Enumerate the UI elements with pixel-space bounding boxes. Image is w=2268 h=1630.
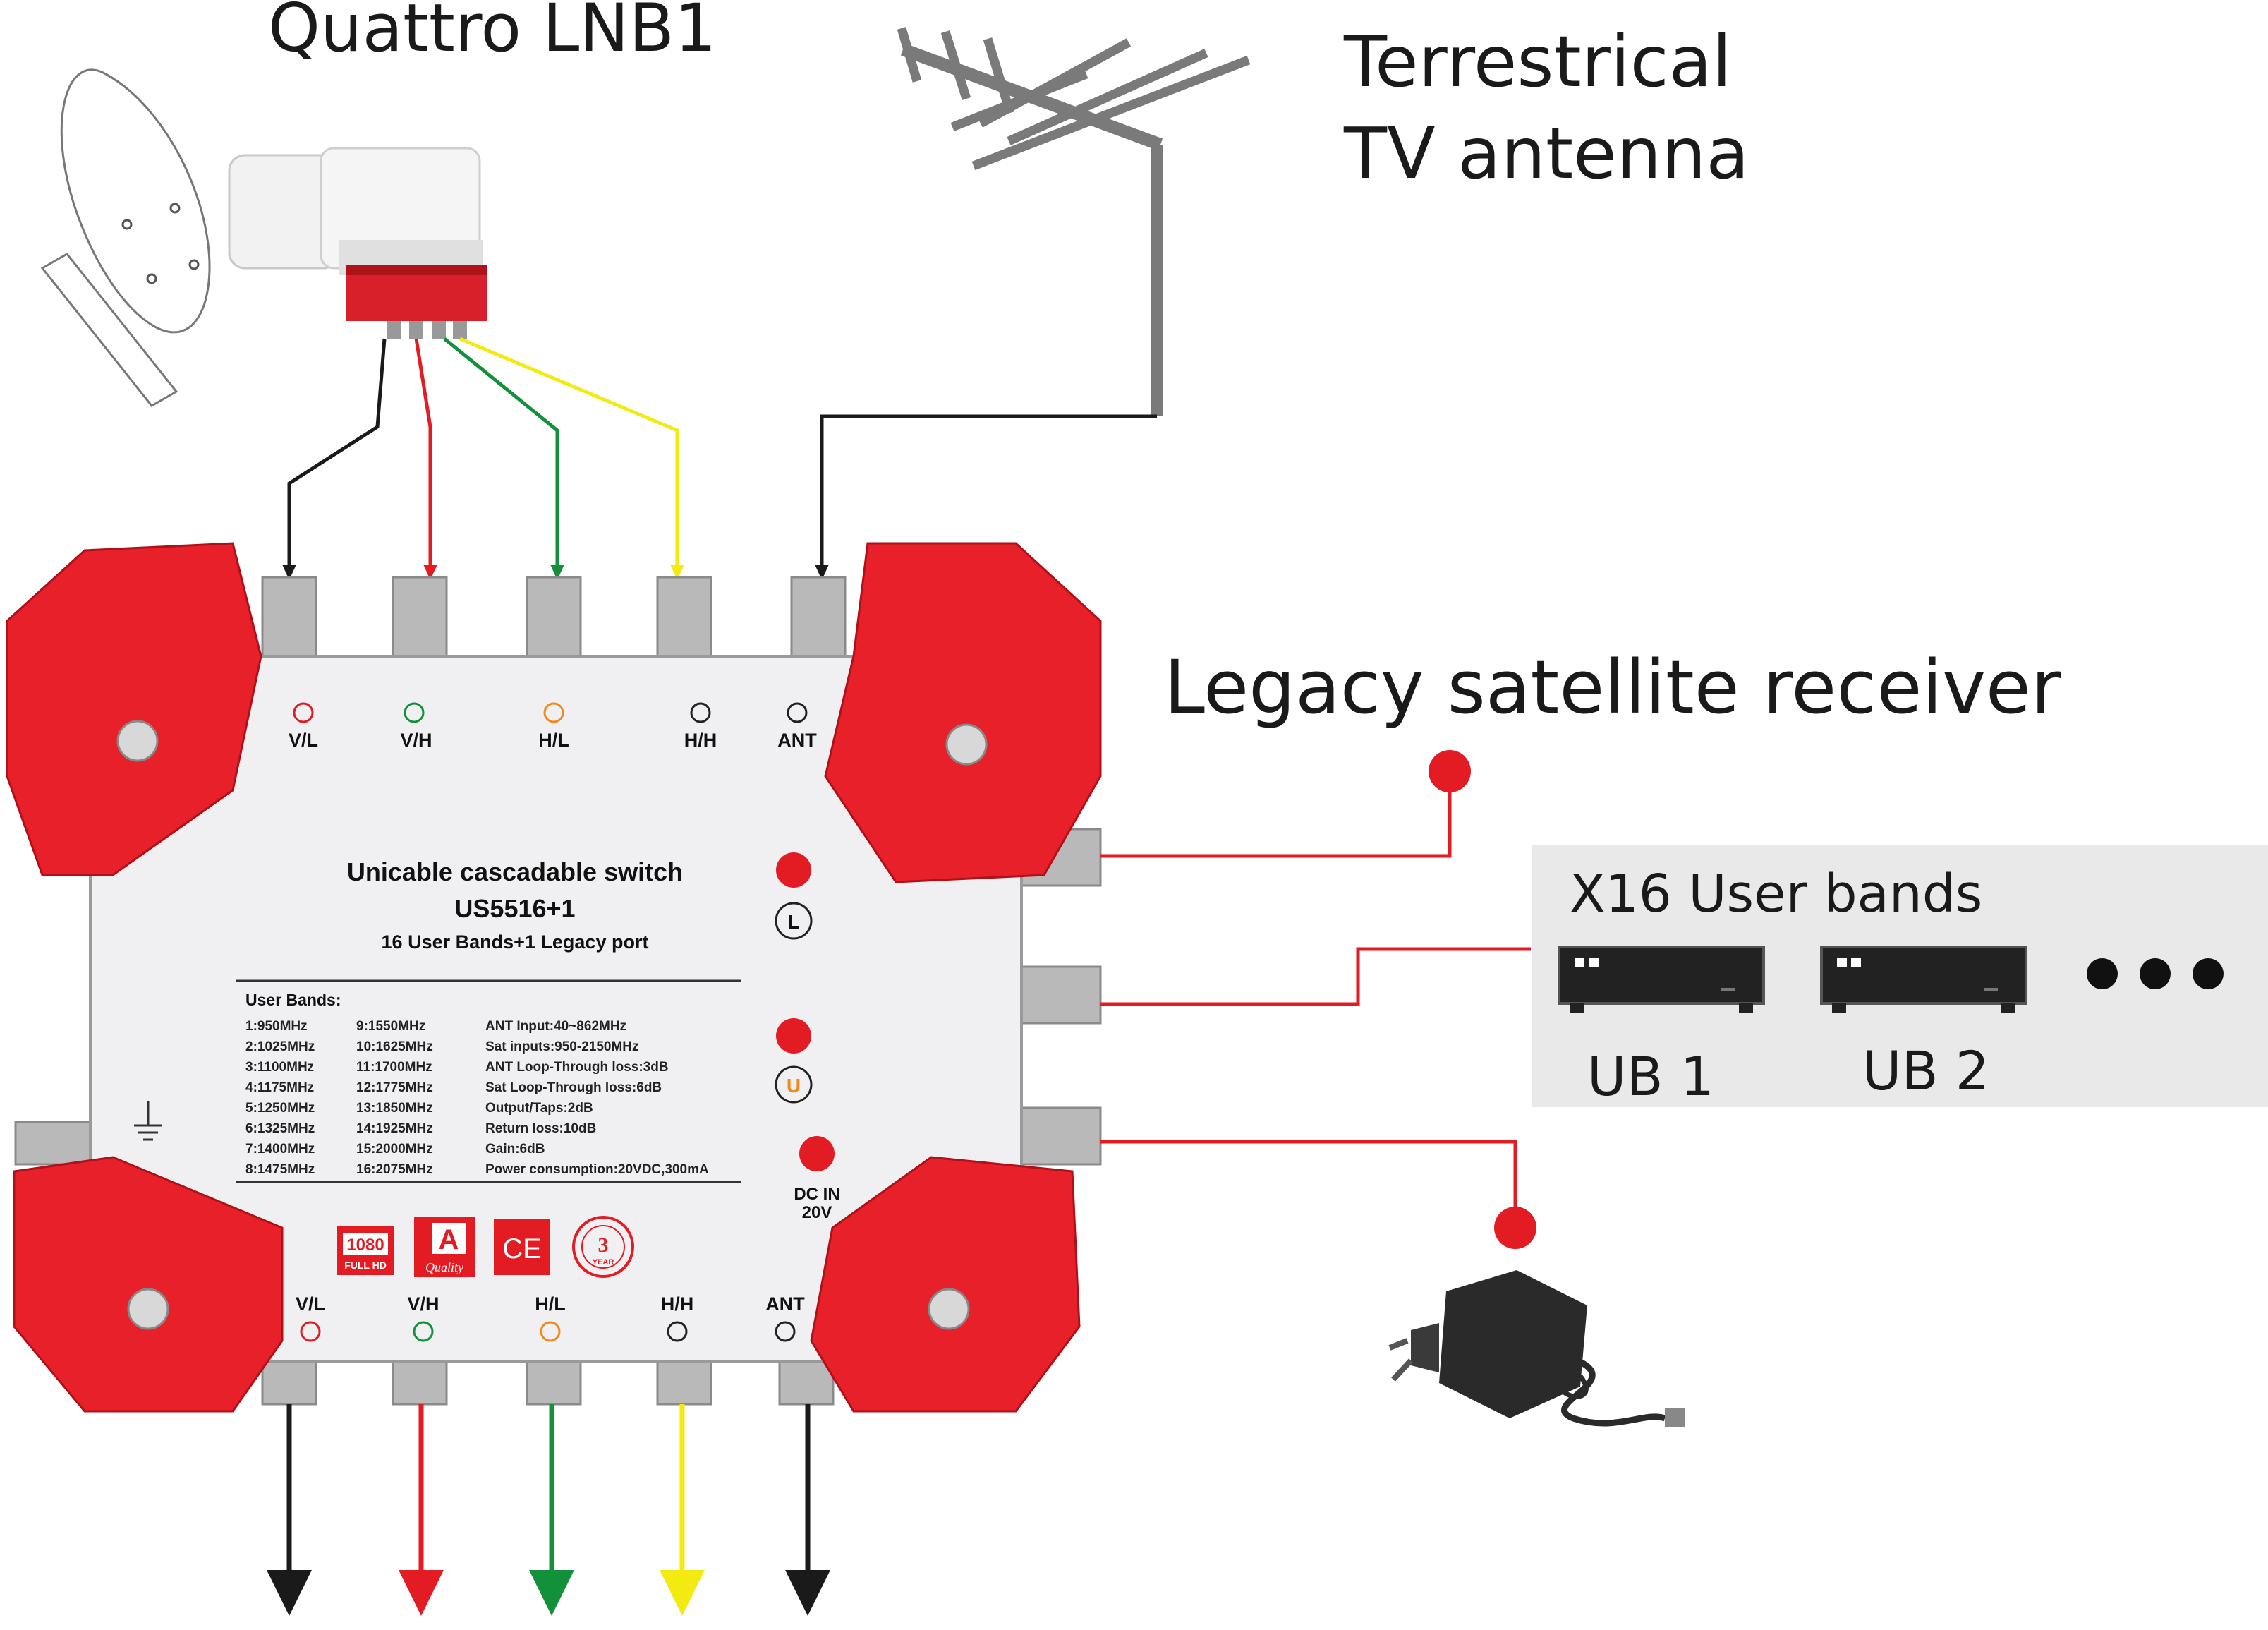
more-ellipsis-icon — [2087, 958, 2224, 989]
dc-in-label-line1: DC IN — [794, 1185, 839, 1204]
quattro-lnb — [228, 147, 487, 339]
spec-entry: Return loss:10dB — [485, 1121, 596, 1136]
output-label-vh: V/H — [407, 1293, 439, 1315]
led-legacy — [776, 852, 811, 888]
port-label-u: U — [787, 1075, 801, 1097]
lnb-label: Quattro LNB1 — [268, 0, 717, 67]
band-entry: 13:1850MHz — [356, 1101, 433, 1116]
input-port-labels: V/L V/H H/L H/H ANT — [289, 702, 817, 751]
band-entry: 11:1700MHz — [356, 1060, 432, 1075]
band-entry: 9:1550MHz — [356, 1019, 425, 1034]
port-marker-l — [775, 902, 813, 940]
antenna-label-line1: Terrestrical — [1343, 20, 1732, 103]
spec-entry: Gain:6dB — [485, 1142, 545, 1157]
band-entry: 1:950MHz — [245, 1019, 308, 1034]
spec-entry: Sat Loop-Through loss:6dB — [485, 1080, 662, 1095]
badge-class-a: A Quality — [414, 1217, 475, 1277]
bands-header: User Bands: — [245, 991, 341, 1009]
output-label-hl: H/L — [535, 1293, 566, 1315]
spec-entry: ANT Loop-Through loss:3dB — [485, 1060, 669, 1075]
power-adapter-dot — [1494, 1207, 1536, 1249]
badge-quality: Quality — [425, 1260, 463, 1274]
badge-warranty: 3 YEAR — [572, 1216, 634, 1278]
badge-1080: 1080 FULL HD — [337, 1226, 394, 1275]
receiver-box-icon-2 — [1820, 946, 2027, 1013]
band-entry: 5:1250MHz — [245, 1101, 315, 1116]
led-power — [799, 1136, 835, 1171]
side-wires — [1100, 776, 1531, 1224]
output-port-labels: V/L V/H H/L H/H ANT — [296, 1293, 805, 1342]
switch-body — [6, 542, 1102, 1413]
input-connectors — [261, 576, 847, 667]
output-label-ant: ANT — [765, 1293, 805, 1315]
user-bands-title: X16 User bands — [1570, 864, 1982, 924]
legacy-receiver-dot — [1429, 750, 1471, 792]
output-arrows — [267, 1404, 830, 1616]
spec-entry: Output/Taps:2dB — [485, 1101, 593, 1116]
input-label-ant: ANT — [777, 730, 817, 751]
spec-entry: Sat inputs:950-2150MHz — [485, 1039, 639, 1054]
ub1-label: UB 1 — [1587, 1045, 1714, 1108]
badge-year-number: 3 — [598, 1233, 609, 1257]
badge-ce-text: CE — [502, 1233, 542, 1264]
receiver-box-icon-1 — [1558, 946, 1765, 1013]
led-unicable — [776, 1018, 811, 1054]
band-entry: 4:1175MHz — [245, 1080, 314, 1095]
legacy-receiver-label: Legacy satellite receiver — [1164, 644, 2061, 730]
bands-column-2: 9:1550MHz 10:1625MHz 11:1700MHz 12:1775M… — [356, 1019, 433, 1177]
input-label-hh: H/H — [684, 730, 717, 751]
power-adapter-icon — [1388, 1270, 1685, 1427]
port-marker-u — [775, 1065, 813, 1104]
spec-entry: Power consumption:20VDC,300mA — [485, 1162, 709, 1177]
badge-class-letter: A — [439, 1224, 459, 1255]
output-label-vl: V/L — [296, 1293, 325, 1315]
badge-year-label: YEAR — [593, 1258, 614, 1267]
dc-in-label-line2: 20V — [802, 1203, 832, 1222]
output-label-hh: H/H — [661, 1293, 694, 1315]
band-entry: 10:1625MHz — [356, 1039, 433, 1054]
specs-column: ANT Input:40~862MHz Sat inputs:950-2150M… — [485, 1019, 709, 1177]
band-entry: 2:1025MHz — [245, 1039, 315, 1054]
antenna-label-line2: TV antenna — [1343, 112, 1749, 195]
badge-1080-top: 1080 — [346, 1236, 384, 1255]
band-entry: 8:1475MHz — [245, 1162, 315, 1177]
ub2-label: UB 2 — [1862, 1039, 1989, 1102]
switch-title: Unicable cascadable switch — [347, 857, 683, 886]
switch-subtitle: 16 User Bands+1 Legacy port — [382, 931, 649, 953]
input-label-vh: V/H — [400, 730, 432, 751]
input-label-vl: V/L — [289, 730, 318, 751]
input-wires — [287, 337, 1157, 568]
corner-brackets — [6, 542, 1102, 1413]
badge-1080-bottom: FULL HD — [344, 1260, 387, 1271]
band-entry: 3:1100MHz — [245, 1060, 314, 1075]
tv-antenna-icon — [897, 27, 1251, 416]
badge-ce: CE — [494, 1219, 550, 1275]
band-entry: 15:2000MHz — [356, 1142, 433, 1157]
band-entry: 7:1400MHz — [245, 1142, 315, 1157]
band-entry: 14:1925MHz — [356, 1121, 433, 1136]
spec-entry: ANT Input:40~862MHz — [485, 1019, 626, 1034]
user-bands-panel: X16 User bands UB 1 UB 2 — [1532, 845, 2268, 1108]
band-entry: 16:2075MHz — [356, 1162, 433, 1177]
switch-model: US5516+1 — [454, 894, 575, 923]
status-leds — [775, 852, 835, 1171]
input-label-hl: H/L — [538, 730, 569, 751]
port-label-l: L — [787, 911, 799, 933]
input-arrowheads — [282, 565, 829, 580]
bands-column-1: 1:950MHz 2:1025MHz 3:1100MHz 4:1175MHz 5… — [245, 1019, 315, 1177]
band-entry: 6:1325MHz — [245, 1121, 315, 1136]
band-entry: 12:1775MHz — [356, 1080, 433, 1095]
satellite-dish — [40, 68, 211, 407]
ground-icon — [134, 1101, 162, 1141]
